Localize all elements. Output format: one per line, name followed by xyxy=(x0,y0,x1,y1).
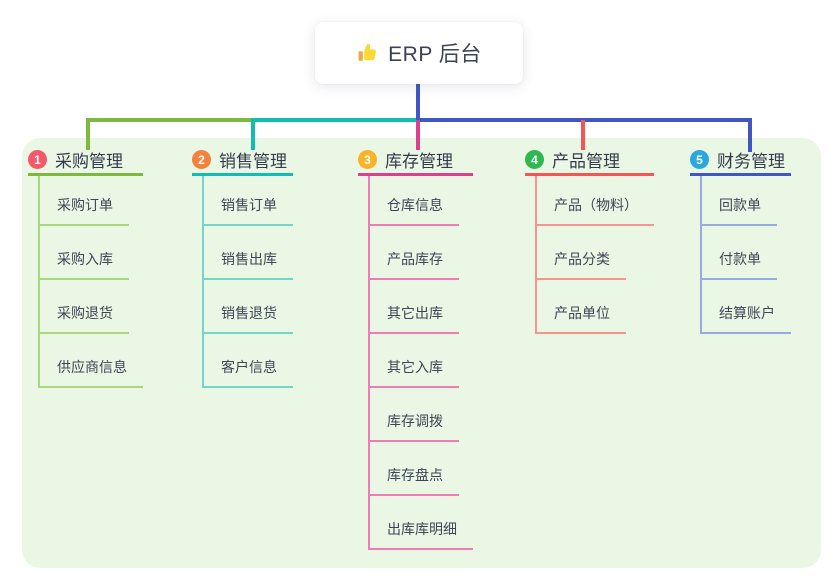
branch-purchase-header[interactable]: 1 采购管理 xyxy=(28,150,143,176)
branch-sales-header[interactable]: 2 销售管理 xyxy=(192,150,293,176)
child-row: 供应商信息 xyxy=(40,334,143,388)
child-node[interactable]: 其它入库 xyxy=(370,357,459,388)
child-row: 销售出库 xyxy=(204,226,293,280)
child-node[interactable]: 产品分类 xyxy=(537,249,626,280)
branch-inventory-header[interactable]: 3 库存管理 xyxy=(358,150,473,176)
branch-finance-header[interactable]: 5 财务管理 xyxy=(690,150,791,176)
child-node[interactable]: 产品单位 xyxy=(537,303,626,334)
child-node[interactable]: 供应商信息 xyxy=(40,357,143,388)
root-connector-line xyxy=(416,84,420,122)
branch-product-children: 产品（物料） 产品分类产品单位 xyxy=(535,176,654,334)
child-row: 仓库信息 xyxy=(370,176,473,226)
child-node[interactable]: 回款单 xyxy=(702,195,777,226)
child-row: 库存盘点 xyxy=(370,442,473,496)
child-row: 回款单 xyxy=(702,176,791,226)
branch-drop-line-3 xyxy=(416,120,420,150)
branch-finance: 5 财务管理回款单付款单结算账户 xyxy=(690,150,791,334)
child-row: 其它入库 xyxy=(370,334,473,388)
branch-label: 销售管理 xyxy=(219,152,287,171)
branch-drop-line-1 xyxy=(86,118,90,150)
branches-panel xyxy=(22,138,821,568)
child-row: 结算账户 xyxy=(702,280,791,334)
branch-purchase-children: 采购订单采购入库采购退货供应商信息 xyxy=(38,176,143,388)
child-node[interactable]: 客户信息 xyxy=(204,357,293,388)
branch-inventory: 3 库存管理仓库信息产品库存其它出库其它入库库存调拨库存盘点出库库明细 xyxy=(358,150,473,550)
branch-product: 4 产品管理产品（物料） 产品分类产品单位 xyxy=(525,150,654,334)
child-node[interactable]: 付款单 xyxy=(702,249,777,280)
child-row: 产品库存 xyxy=(370,226,473,280)
child-row: 采购入库 xyxy=(40,226,143,280)
child-node[interactable]: 销售出库 xyxy=(204,249,293,280)
badge-number: 5 xyxy=(690,150,709,169)
child-row: 付款单 xyxy=(702,226,791,280)
child-node[interactable]: 库存盘点 xyxy=(370,465,459,496)
root-label: ERP 后台 xyxy=(388,43,482,66)
root-node[interactable]: ERP 后台 xyxy=(315,22,523,84)
badge-number: 4 xyxy=(525,150,544,169)
branch-label: 库存管理 xyxy=(385,152,453,171)
branch-purchase: 1 采购管理采购订单采购入库采购退货供应商信息 xyxy=(28,150,143,388)
branch-sales-children: 销售订单销售出库销售退货客户信息 xyxy=(202,176,293,388)
child-row: 销售订单 xyxy=(204,176,293,226)
child-row: 销售退货 xyxy=(204,280,293,334)
branch-label: 财务管理 xyxy=(717,152,785,171)
badge-number: 3 xyxy=(358,150,377,169)
child-row: 采购退货 xyxy=(40,280,143,334)
child-node[interactable]: 结算账户 xyxy=(702,303,791,334)
child-row: 采购订单 xyxy=(40,176,143,226)
child-row: 出库库明细 xyxy=(370,496,473,550)
child-node[interactable]: 产品（物料） xyxy=(537,195,654,226)
child-node[interactable]: 采购订单 xyxy=(40,195,129,226)
child-node[interactable]: 产品库存 xyxy=(370,249,459,280)
child-row: 产品单位 xyxy=(537,280,654,334)
branch-product-header[interactable]: 4 产品管理 xyxy=(525,150,654,176)
bus-line-segment-2 xyxy=(251,118,420,122)
child-node[interactable]: 销售退货 xyxy=(204,303,293,334)
child-row: 产品分类 xyxy=(537,226,654,280)
child-node[interactable]: 采购入库 xyxy=(40,249,129,280)
branch-sales: 2 销售管理销售订单销售出库销售退货客户信息 xyxy=(192,150,293,388)
badge-number: 1 xyxy=(28,150,47,169)
branch-finance-children: 回款单付款单结算账户 xyxy=(700,176,791,334)
branch-drop-line-5 xyxy=(748,118,752,152)
child-node[interactable]: 销售订单 xyxy=(204,195,293,226)
branch-drop-line-4 xyxy=(581,120,585,150)
child-node[interactable]: 其它出库 xyxy=(370,303,459,334)
child-node[interactable]: 采购退货 xyxy=(40,303,129,334)
child-row: 库存调拨 xyxy=(370,388,473,442)
child-row: 产品（物料） xyxy=(537,176,654,226)
child-node[interactable]: 仓库信息 xyxy=(370,195,459,226)
child-row: 其它出库 xyxy=(370,280,473,334)
branch-label: 产品管理 xyxy=(552,152,620,171)
branch-drop-line-2 xyxy=(251,118,255,150)
child-node[interactable]: 出库库明细 xyxy=(370,519,473,550)
child-row: 客户信息 xyxy=(204,334,293,388)
thumbs-up-icon xyxy=(356,42,378,64)
branch-inventory-children: 仓库信息产品库存其它出库其它入库库存调拨库存盘点出库库明细 xyxy=(368,176,473,550)
child-node[interactable]: 库存调拨 xyxy=(370,411,459,442)
branch-label: 采购管理 xyxy=(55,152,123,171)
badge-number: 2 xyxy=(192,150,211,169)
bus-line-segment-1 xyxy=(86,118,253,122)
